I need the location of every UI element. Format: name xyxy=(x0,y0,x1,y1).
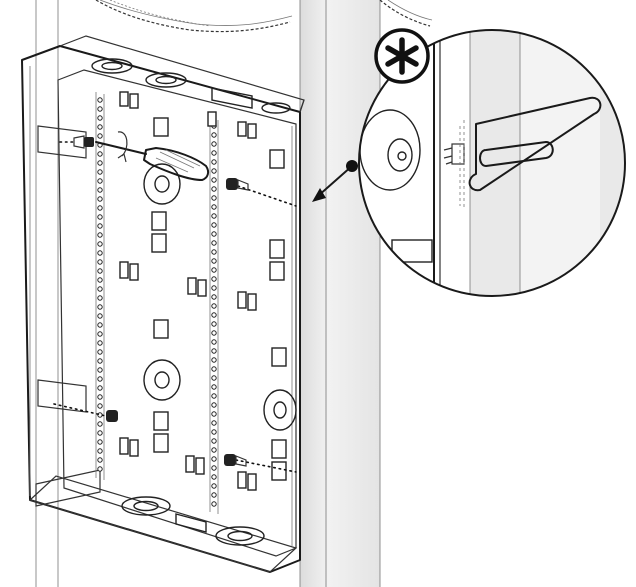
perforation-hole xyxy=(211,456,217,462)
perforation-hole xyxy=(97,349,103,355)
perforation-hole xyxy=(211,204,217,210)
perforation-hole xyxy=(97,106,103,112)
cable-bundle-right xyxy=(379,0,433,27)
perforation-hole xyxy=(211,348,217,354)
perforation-hole xyxy=(97,457,103,463)
enclosure-box xyxy=(21,35,305,573)
perforation-hole xyxy=(97,367,103,373)
screw-top-right xyxy=(226,178,297,207)
perforation-hole xyxy=(97,295,103,301)
perforation-hole xyxy=(211,231,217,237)
perforation-hole xyxy=(97,304,103,310)
perforation-hole xyxy=(211,366,217,372)
perforation-hole xyxy=(97,331,103,337)
perforation-hole xyxy=(97,115,103,121)
perforation-hole xyxy=(211,150,217,156)
perforation-hole xyxy=(211,222,217,228)
perforation-hole xyxy=(211,339,217,345)
perforation-hole xyxy=(97,232,103,238)
perforation-hole xyxy=(211,303,217,309)
perforation-hole xyxy=(97,196,103,202)
perforation-hole xyxy=(97,160,103,166)
perforation-hole xyxy=(211,330,217,336)
perforation-hole xyxy=(97,394,103,400)
perforation-hole xyxy=(211,240,217,246)
perforation-hole xyxy=(211,465,217,471)
perforation-hole xyxy=(211,249,217,255)
perforation-hole xyxy=(97,133,103,139)
perforation-hole xyxy=(211,393,217,399)
perforation-hole xyxy=(97,241,103,247)
perforation-hole xyxy=(211,429,217,435)
perforation-hole xyxy=(97,313,103,319)
perforation-hole xyxy=(211,258,217,264)
perforation-hole xyxy=(97,376,103,382)
perforation-hole xyxy=(211,267,217,273)
perforation-hole xyxy=(211,321,217,327)
cable-bundle-left xyxy=(95,0,293,33)
perforation-hole xyxy=(211,375,217,381)
perforation-hole xyxy=(97,421,103,427)
perforation-hole xyxy=(211,276,217,282)
perforation-hole xyxy=(97,385,103,391)
perforation-hole xyxy=(211,357,217,363)
perforation-hole xyxy=(211,213,217,219)
perforation-hole xyxy=(97,250,103,256)
perforation-hole xyxy=(97,187,103,193)
perforation-hole xyxy=(211,195,217,201)
screwdriver xyxy=(95,131,210,181)
perforation-hole xyxy=(211,384,217,390)
screw-bottom-left xyxy=(53,403,118,422)
mounting-slots xyxy=(119,91,287,491)
perforation-hole xyxy=(211,501,217,507)
perforation-hole xyxy=(211,186,217,192)
perforation-hole xyxy=(97,97,103,103)
perforation-hole xyxy=(97,286,103,292)
wall-stud xyxy=(35,0,381,587)
perforation-hole xyxy=(97,205,103,211)
perforation-hole xyxy=(97,439,103,445)
perforation-hole xyxy=(211,447,217,453)
perforation-hole xyxy=(211,159,217,165)
perforation-hole xyxy=(97,358,103,364)
perforation-hole xyxy=(97,322,103,328)
perforation-hole xyxy=(211,474,217,480)
perforation-hole xyxy=(211,438,217,444)
perforation-hole xyxy=(97,178,103,184)
perforation-hole xyxy=(211,168,217,174)
screw-bottom-right xyxy=(224,454,297,473)
perforation-hole xyxy=(211,141,217,147)
perforation-hole xyxy=(211,312,217,318)
perforation-hole xyxy=(97,466,103,472)
back-knockouts xyxy=(143,163,297,431)
perforation-hole xyxy=(97,403,103,409)
perforation-hole xyxy=(211,411,217,417)
perforation-hole xyxy=(211,285,217,291)
asterisk-icon xyxy=(374,28,430,84)
perforation-hole xyxy=(97,169,103,175)
perforation-hole xyxy=(211,132,217,138)
perforation-hole xyxy=(97,259,103,265)
perforation-strip-right xyxy=(209,118,219,514)
perforation-hole xyxy=(97,268,103,274)
callout-arrow xyxy=(312,160,358,202)
perforation-hole xyxy=(97,124,103,130)
perforation-hole xyxy=(97,223,103,229)
perforation-hole xyxy=(211,483,217,489)
perforation-hole xyxy=(97,430,103,436)
perforation-hole xyxy=(97,448,103,454)
perforation-hole xyxy=(211,294,217,300)
perforation-hole xyxy=(97,214,103,220)
perforation-hole xyxy=(211,402,217,408)
perforation-hole xyxy=(211,420,217,426)
perforation-hole xyxy=(97,151,103,157)
perforation-hole xyxy=(97,277,103,283)
perforation-hole xyxy=(97,340,103,346)
screw-top-left xyxy=(59,135,94,149)
perforation-hole xyxy=(211,492,217,498)
perforation-hole xyxy=(211,177,217,183)
